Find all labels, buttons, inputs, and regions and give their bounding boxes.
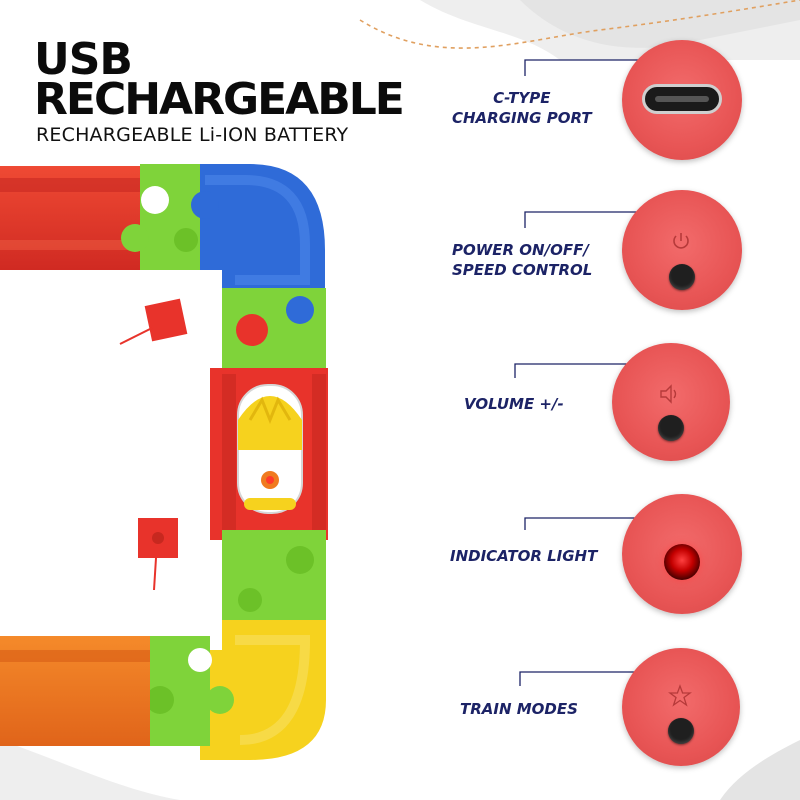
yellow-curve-track — [200, 620, 326, 760]
toy-car — [237, 384, 303, 514]
feature-label-charging-port: C-TYPE CHARGING PORT — [452, 89, 592, 127]
feature-label-volume: VOLUME +/- — [464, 395, 564, 413]
headline-line-2: RECHARGEABLE — [34, 74, 405, 125]
star-icon — [668, 684, 692, 707]
power-disc — [622, 190, 742, 310]
volume-disc — [612, 343, 730, 461]
speaker-icon — [660, 384, 677, 404]
train-modes-knob — [668, 718, 694, 744]
indicator-led-icon — [664, 544, 700, 580]
red-flag-top — [119, 298, 188, 345]
power-icon — [673, 233, 689, 249]
headline: USB RECHARGEABLE — [34, 34, 405, 125]
bottom-green-puzzle — [140, 636, 212, 746]
headline-subtitle: RECHARGEABLE Li-ION BATTERY — [36, 124, 349, 146]
charging-port-disc — [622, 40, 742, 160]
feature-label-power: POWER ON/OFF/ SPEED CONTROL — [452, 241, 593, 279]
feature-label-indicator: INDICATOR LIGHT — [450, 547, 598, 565]
usb-c-port-icon — [642, 84, 722, 114]
power-knob — [669, 264, 695, 290]
top-red-track — [0, 166, 150, 270]
train-modes-disc — [622, 648, 740, 766]
indicator-disc — [622, 494, 742, 614]
bottom-orange-track — [0, 636, 150, 746]
headline-line-1: USB — [34, 34, 133, 85]
red-flag-bottom — [138, 518, 178, 591]
feature-label-train-modes: TRAIN MODES — [460, 700, 578, 718]
volume-knob — [658, 415, 684, 441]
